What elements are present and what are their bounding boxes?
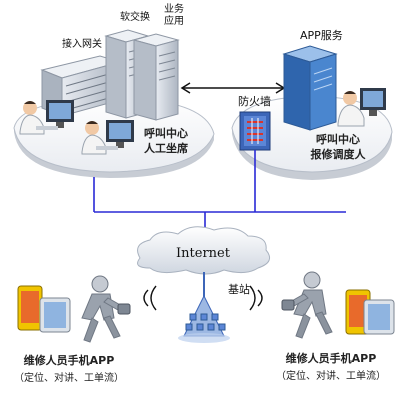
agent-workstation-icon — [81, 120, 134, 155]
bidirectional-link-arrow — [180, 82, 286, 94]
call-center-dispatch-label: 呼叫中心 报修调度人 — [300, 132, 376, 162]
left-mobile-devices-icon — [17, 285, 71, 333]
call-center-agents-line2: 人工坐席 — [144, 142, 188, 155]
firewall-label: 防火墙 — [238, 95, 271, 108]
internet-label: Internet — [176, 246, 230, 261]
gateway-label: 接入网关 — [62, 39, 102, 50]
left-app-title: 维修人员手机APP — [23, 354, 115, 367]
base-station-tower-icon — [178, 272, 230, 343]
left-app-label: 维修人员手机APP （定位、对讲、工单流） — [4, 352, 134, 388]
business-app-server-icon — [132, 33, 180, 121]
app-service-label: APP服务 — [300, 29, 343, 42]
call-center-dispatch-line2: 报修调度人 — [310, 148, 366, 161]
firewall-icon — [239, 111, 271, 151]
business-app-label-line1: 业务 — [164, 4, 184, 15]
app-service-server-icon — [282, 45, 338, 131]
right-mobile-devices-icon — [345, 289, 395, 335]
softswitch-label: 软交换 — [120, 12, 150, 23]
call-center-agents-label: 呼叫中心 人工坐席 — [134, 126, 198, 156]
left-repair-worker-icon — [81, 275, 131, 343]
left-app-features: （定位、对讲、工单流） — [14, 373, 124, 384]
right-app-title: 维修人员手机APP — [285, 352, 377, 365]
business-app-label-line2: 应用 — [164, 16, 184, 27]
right-app-features: （定位、对讲、工单流） — [276, 371, 386, 382]
agent-workstation-icon — [19, 100, 74, 135]
right-app-label: 维修人员手机APP （定位、对讲、工单流） — [266, 350, 396, 386]
network-links — [93, 150, 346, 240]
call-center-agents-line1: 呼叫中心 — [144, 127, 188, 140]
internet-cloud-icon — [137, 226, 271, 275]
left-signal-waves — [143, 285, 157, 311]
right-repair-worker-icon — [281, 271, 333, 339]
base-station-label: 基站 — [228, 283, 250, 296]
business-app-label: 业务 应用 — [160, 4, 188, 28]
right-signal-waves — [249, 285, 263, 311]
dispatcher-workstation-icon — [337, 88, 386, 127]
call-center-dispatch-line1: 呼叫中心 — [316, 133, 360, 146]
